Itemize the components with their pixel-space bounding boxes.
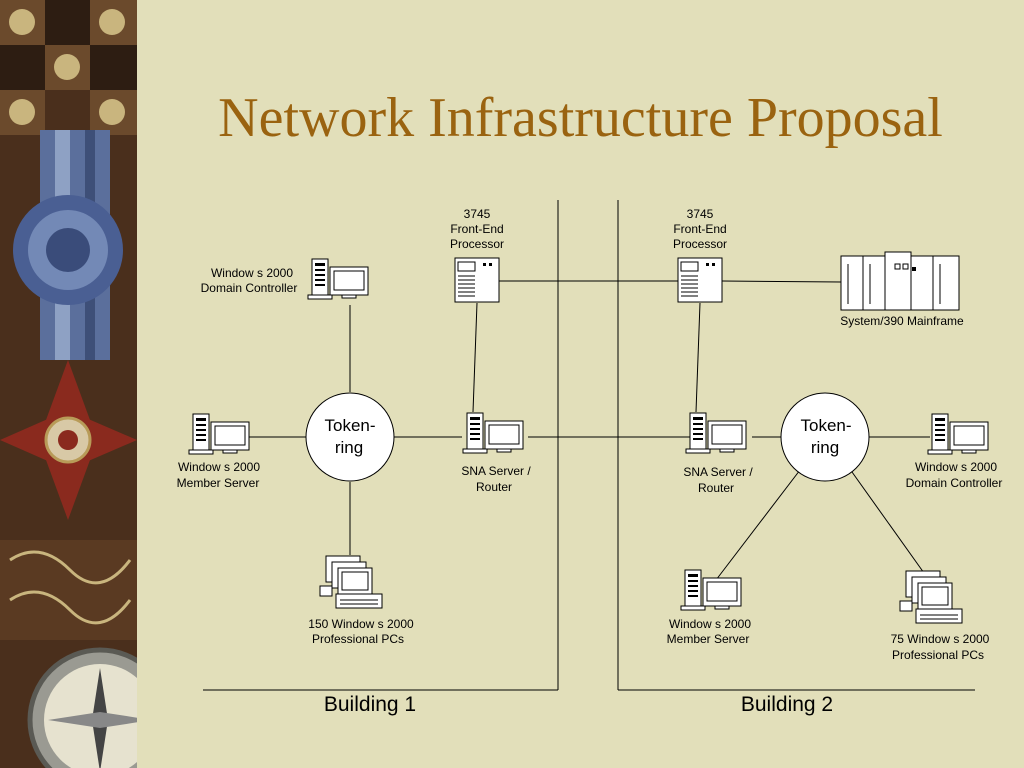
domain-controller-2-line1: Window s 2000	[915, 460, 997, 474]
sna-router-1-line1: SNA Server /	[461, 464, 531, 478]
member-server-1: Window s 2000 Member Server	[177, 413, 260, 490]
fep-1-line2: Front-End	[450, 222, 503, 236]
sna-router-2: SNA Server / Router	[683, 412, 753, 495]
checker-pattern	[0, 0, 137, 135]
domain-controller-1-line2: Domain Controller	[201, 281, 298, 295]
sna-router-2-line1: SNA Server /	[683, 465, 753, 479]
sidebar-artwork	[0, 0, 137, 768]
domain-controller-2-line2: Domain Controller	[906, 476, 1003, 490]
fep-2-line1: 3745	[687, 207, 714, 221]
workstation-icon	[462, 412, 524, 454]
member-server-2-line1: Window s 2000	[669, 617, 751, 631]
workstation-icon	[685, 412, 747, 454]
token-ring-1-line2: ring	[335, 438, 363, 457]
building-1-label: Building 1	[324, 693, 416, 716]
workstation-icon	[680, 569, 742, 611]
mainframe: System/390 Mainframe	[840, 251, 964, 328]
mainframe-icon	[840, 251, 960, 311]
professional-pcs-1: 150 Window s 2000 Professional PCs	[308, 555, 414, 646]
building-2: 3745 Front-End Processor	[667, 207, 1003, 716]
token-ring-2-line1: Token-	[800, 416, 851, 435]
medal-icon	[0, 360, 137, 520]
front-end-processor-1: 3745 Front-End Processor	[450, 207, 504, 303]
network-links	[247, 280, 930, 581]
token-ring-2: Token- ring	[780, 392, 870, 482]
front-end-processor-2: 3745 Front-End Processor	[673, 207, 727, 303]
domain-controller-2: Window s 2000 Domain Controller	[906, 413, 1003, 490]
pcs-1-line2: Professional PCs	[312, 632, 404, 646]
member-server-1-line1: Window s 2000	[178, 460, 260, 474]
ribbon-icon	[13, 130, 123, 360]
sna-router-1-line2: Router	[476, 480, 512, 494]
workstation-icon	[927, 413, 989, 455]
workstation-icon	[188, 413, 250, 455]
member-server-2: Window s 2000 Member Server	[667, 569, 751, 646]
sna-router-2-line2: Router	[698, 481, 734, 495]
professional-pcs-2: 75 Window s 2000 Professional PCs	[891, 570, 990, 662]
compass-icon	[27, 647, 137, 768]
building-2-label: Building 2	[741, 693, 833, 716]
pcs-2-line2: Professional PCs	[892, 648, 984, 662]
member-server-1-line2: Member Server	[177, 476, 260, 490]
domain-controller-1-line1: Window s 2000	[211, 266, 293, 280]
fep-1-line1: 3745	[464, 207, 491, 221]
pc-stack-icon	[899, 570, 963, 624]
server-cabinet-icon	[677, 257, 723, 303]
fep-2-line2: Front-End	[673, 222, 726, 236]
token-ring-1: Token- ring	[305, 392, 395, 482]
slide-title: Network Infrastructure Proposal	[218, 87, 943, 149]
workstation-icon	[307, 258, 369, 300]
pc-stack-icon	[319, 555, 383, 609]
mainframe-label: System/390 Mainframe	[840, 314, 964, 328]
member-server-2-line2: Member Server	[667, 632, 750, 646]
server-cabinet-icon	[454, 257, 500, 303]
fep-1-line3: Processor	[450, 237, 504, 251]
token-ring-2-line2: ring	[811, 438, 839, 457]
pcs-1-line1: 150 Window s 2000	[308, 617, 414, 631]
building-1: Window s 2000 Domain Controller 3745 Fro…	[177, 207, 532, 716]
sna-router-1: SNA Server / Router	[461, 412, 531, 494]
fep-2-line3: Processor	[673, 237, 727, 251]
domain-controller-1: Window s 2000 Domain Controller	[201, 258, 369, 300]
pcs-2-line1: 75 Window s 2000	[891, 632, 990, 646]
token-ring-1-line1: Token-	[324, 416, 375, 435]
